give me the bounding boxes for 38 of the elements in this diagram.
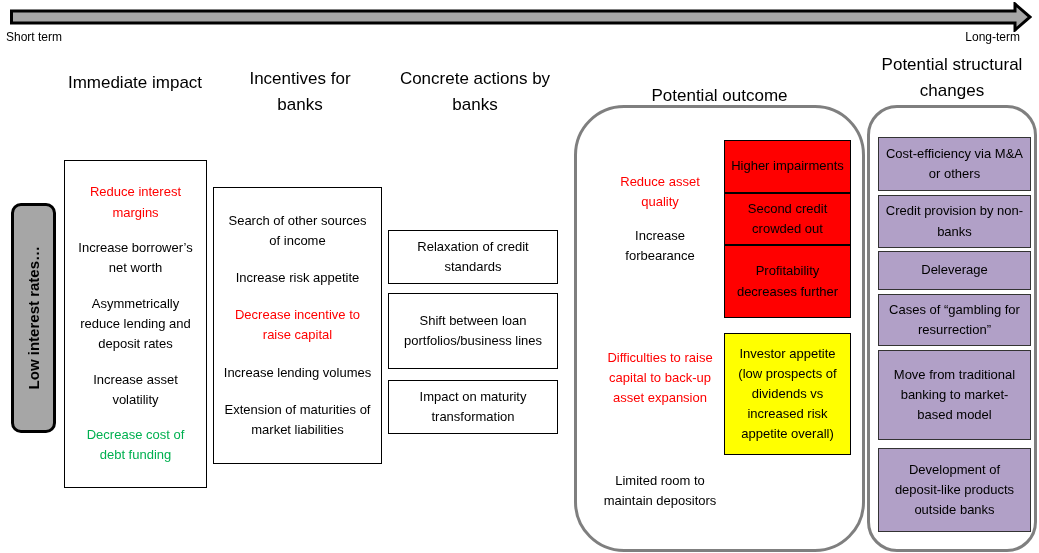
text-box: Cases of “gambling for resurrection” [878, 294, 1031, 346]
item-text: Reduce asset quality [619, 173, 701, 212]
item-text: Asymmetrically reduce lending and deposit rates [79, 294, 192, 354]
text-box: Higher impairments [724, 140, 851, 193]
list-box [213, 187, 382, 464]
item-text: Increase borrower’s net worth [77, 239, 194, 278]
item-text: Reduce interest margins [88, 183, 183, 222]
text-box: Relaxation of credit standards [388, 230, 558, 284]
column-heading: Immediate impact [66, 72, 204, 94]
vertical-label: Low interest rates… [25, 246, 42, 390]
list-box [64, 160, 207, 488]
column-heading: Concrete actions by banks [398, 68, 552, 116]
text-box: Credit provision by non-banks [878, 195, 1031, 248]
item-text: Increase lending volumes [223, 363, 372, 382]
column-heading: Potential outcome [650, 85, 789, 107]
item-text: Decrease incentive to raise capital [234, 306, 361, 345]
item-text: Increase forbearance [624, 227, 696, 266]
item-text: Search of other sources of income [227, 211, 368, 251]
item-text: Increase asset volatility [92, 370, 179, 409]
text-box: Impact on maturity transformation [388, 380, 558, 434]
item-text: Limited room to maintain depositors [602, 472, 718, 511]
text-box: Investor appetite (low prospects of dividends vs increased risk appetite overall) [724, 333, 851, 455]
column-heading: Incentives for banks [248, 68, 352, 116]
rounded-box [11, 203, 56, 433]
text-box: Shift between loan portfolios/business lines [388, 293, 558, 369]
item-text: Decrease cost of debt funding [85, 426, 186, 465]
text-box: Cost-efficiency via M&A or others [878, 137, 1031, 191]
column-heading: Potential structural changes [880, 54, 1024, 102]
text-box: Deleverage [878, 251, 1031, 290]
text-box: Second credit crowded out [724, 193, 851, 245]
item-text: Increase risk appetite [235, 269, 360, 288]
text-box: Development of deposit-like products outside banks [878, 448, 1031, 532]
text-box: Profitability decreases further [724, 245, 851, 318]
item-text: Difficulties to raise capital to back-up asset expansion [606, 349, 714, 408]
axis-label: Long-term [964, 29, 1020, 46]
text-box: Move from traditional banking to market-based model [878, 350, 1031, 440]
axis-label: Short term [6, 29, 63, 46]
item-text: Extension of maturities of market liabilities [223, 400, 372, 439]
